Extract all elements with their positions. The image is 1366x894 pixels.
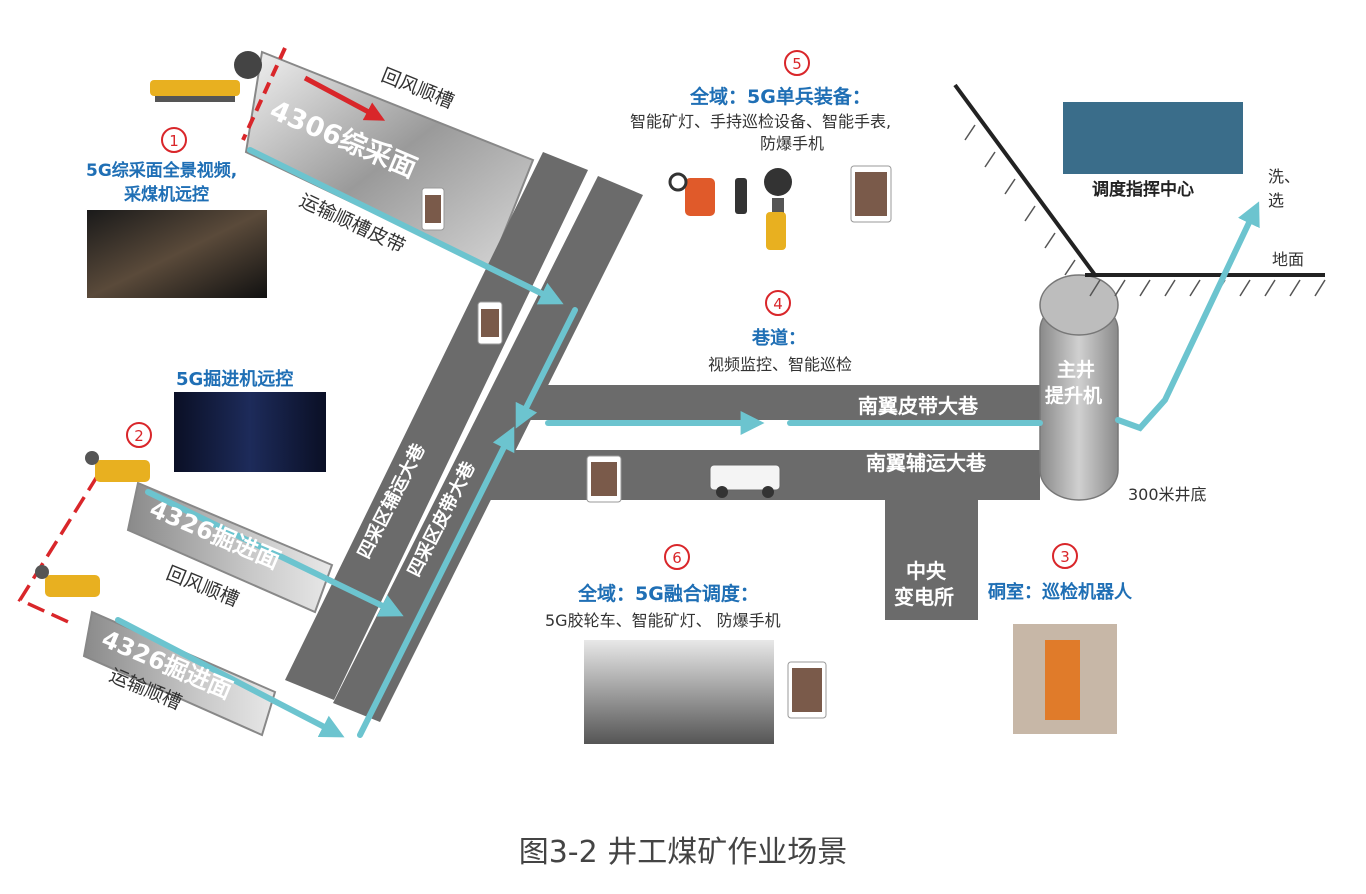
roadheader-icon-2 xyxy=(35,565,100,597)
smartwatch-icon xyxy=(764,168,792,214)
shaft-label-1: 主井 xyxy=(1057,359,1095,381)
phone-icon xyxy=(477,301,503,345)
phone-icon xyxy=(850,165,892,223)
belt-flow-lines xyxy=(115,147,1260,738)
shearer-icon xyxy=(150,51,262,102)
callout-number: 2 xyxy=(134,427,144,445)
wash-label-1: 洗、 xyxy=(1268,167,1300,186)
callout-desc: 视频监控、智能巡检 xyxy=(708,355,852,374)
slope-line xyxy=(953,83,1097,277)
region-aux-road xyxy=(285,152,588,700)
south-aux-label: 南翼辅运大巷 xyxy=(866,451,987,475)
callout-number: 3 xyxy=(1060,548,1070,566)
substation-road xyxy=(885,495,978,620)
phone-icon xyxy=(421,187,445,231)
figure-caption: 图3-2 井工煤矿作业场景 xyxy=(519,835,848,870)
callout-title: 5G掘进机远控 xyxy=(176,368,293,390)
south-belt-road xyxy=(530,385,1050,420)
callout-5: 5 全域：5G单兵装备： 智能矿灯、手持巡检设备、智能手表, 防爆手机 xyxy=(630,50,891,153)
callout-title: 巷道： xyxy=(751,327,806,349)
callout-1: 1 5G综采面全景视频, 采煤机远控 xyxy=(86,127,237,205)
callout-3: 3 硐室：巡检机器人 xyxy=(988,543,1133,603)
main-shaft-top xyxy=(1039,274,1119,336)
callout-number: 6 xyxy=(672,549,682,567)
red-dashed-top xyxy=(241,47,287,141)
shaft-bottom-label: 300米井底 xyxy=(1128,485,1207,504)
mining-lamp-icon xyxy=(668,172,715,216)
phone-icon xyxy=(787,661,827,719)
substation-label-1: 中央 xyxy=(906,559,947,583)
callout-6: 6 全域：5G融合调度： 5G胶轮车、智能矿灯、 防爆手机 xyxy=(545,544,781,630)
detector-icon xyxy=(766,212,786,250)
callout-title: 硐室：巡检机器人 xyxy=(988,581,1133,603)
callout-title: 全域：5G单兵装备： xyxy=(689,85,871,108)
roadheader-icon-1 xyxy=(85,451,150,482)
wash-label-2: 选 xyxy=(1268,191,1284,210)
callout-title: 采煤机远控 xyxy=(123,184,209,205)
callout-4: 4 巷道： 视频监控、智能巡检 xyxy=(708,290,852,374)
callout-desc: 5G胶轮车、智能矿灯、 防爆手机 xyxy=(545,611,781,630)
handheld-device-icon xyxy=(735,178,747,214)
callout-number: 4 xyxy=(773,295,783,313)
inspection-robot-body xyxy=(1045,640,1080,720)
face-4326-lower-block xyxy=(82,610,277,737)
rubber-tire-vehicle-icon xyxy=(709,464,781,498)
callout-title: 5G综采面全景视频, xyxy=(86,160,237,181)
substation-label-2: 变电所 xyxy=(894,585,954,609)
red-arrow-top xyxy=(303,75,386,121)
phone-icon xyxy=(586,455,622,503)
vehicle-tunnel-photo xyxy=(584,640,774,744)
callout-number: 1 xyxy=(169,132,179,150)
region-belt-road xyxy=(333,176,643,722)
dispatch-center-photo xyxy=(1063,102,1243,174)
ground-label: 地面 xyxy=(1272,250,1304,269)
fully-mechanized-face-photo xyxy=(87,210,267,298)
red-dashed-bottom xyxy=(17,474,100,627)
dispatch-label: 调度指挥中心 xyxy=(1092,179,1194,200)
south-belt-label: 南翼皮带大巷 xyxy=(858,394,979,418)
ground-hatch xyxy=(964,124,1326,297)
face-4326-upper-block xyxy=(126,481,334,614)
callout-2: 2 5G掘进机远控 xyxy=(126,368,293,448)
callout-number: 5 xyxy=(792,55,802,73)
roadheader-remote-photo xyxy=(174,392,326,472)
shaft-label-2: 提升机 xyxy=(1045,384,1102,407)
callout-title: 全域：5G融合调度： xyxy=(577,582,759,605)
callout-desc: 智能矿灯、手持巡检设备、智能手表, xyxy=(630,112,891,131)
callout-desc: 防爆手机 xyxy=(760,134,824,153)
